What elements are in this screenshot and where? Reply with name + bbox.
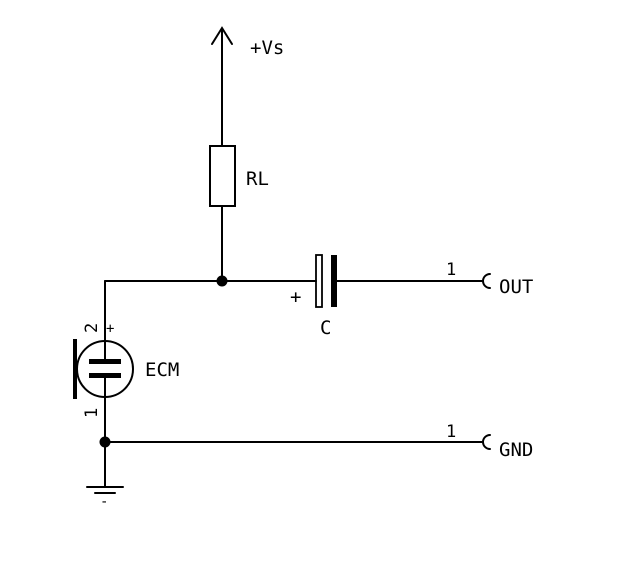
capacitor-polarity-sign: + — [290, 286, 301, 308]
resistor-body — [209, 145, 236, 207]
supply-arrow — [211, 26, 233, 147]
ecm-plate-top — [89, 359, 121, 364]
top-junction-dot — [216, 275, 228, 287]
out-label: OUT — [499, 276, 533, 298]
ecm-plate-bottom — [89, 373, 121, 378]
ground-polarity: - — [100, 494, 108, 510]
capacitor-label: C — [320, 317, 331, 339]
gnd-pin-number: 1 — [446, 422, 456, 442]
capacitor-negative-plate — [331, 255, 337, 307]
ground-icon — [86, 486, 124, 494]
gnd-connector-icon — [482, 434, 491, 450]
ecm-pin-top-polarity: + — [106, 321, 114, 337]
ecm-pin-bottom-number: 1 — [82, 408, 102, 418]
out-pin-number: 1 — [446, 260, 456, 280]
capacitor-positive-plate — [315, 254, 323, 308]
resistor-label: RL — [246, 168, 269, 190]
ecm-pin-top-number: 2 — [82, 323, 102, 333]
gnd-label: GND — [499, 439, 533, 461]
supply-label: +Vs — [250, 37, 284, 59]
ecm-label: ECM — [145, 359, 179, 381]
out-connector-icon — [482, 273, 491, 289]
